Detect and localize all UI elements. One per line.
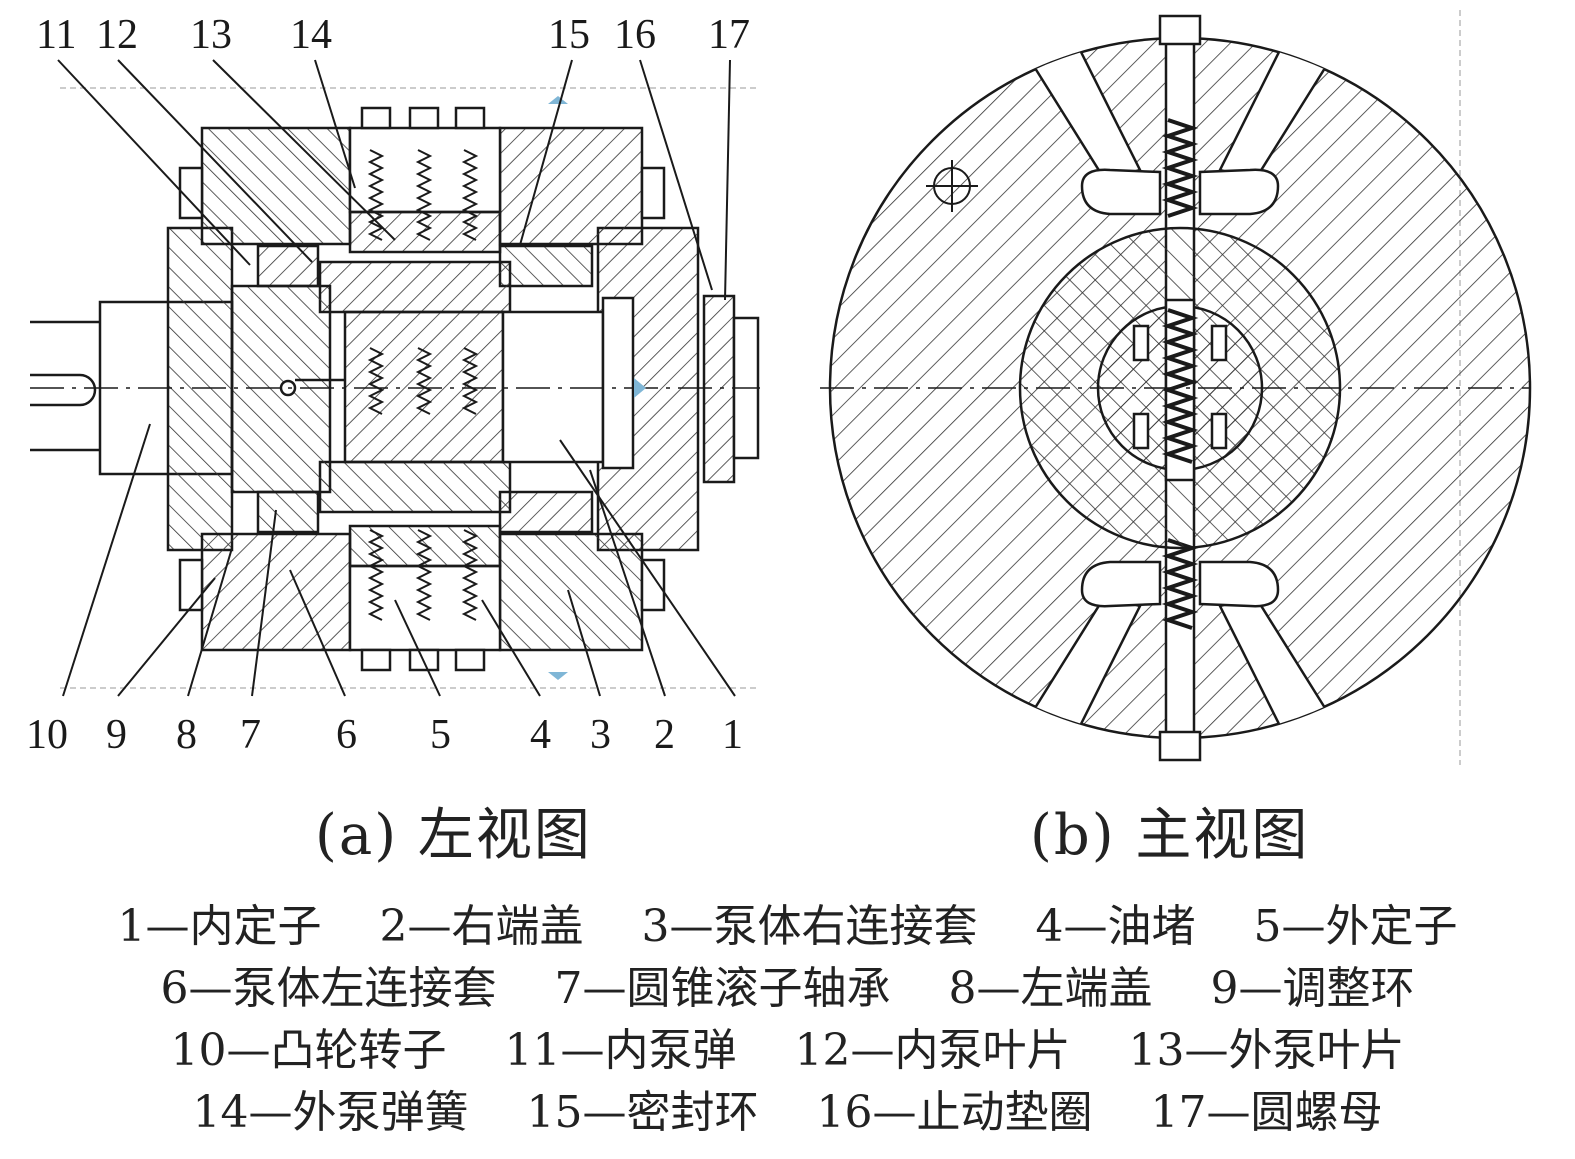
legend-item: 15—密封环 [526,1087,759,1138]
part-number-labels-bottom: 10 9 8 7 6 5 4 3 2 1 [26,712,743,758]
legend-item: 7—圆锥滚子轴承 [554,963,891,1014]
legend-line: 1—内定子 2—右端盖 3—泵体右连接套 4—油堵 5—外定子 [0,896,1575,958]
part-number-labels-top: 11 12 13 14 15 16 17 [36,12,750,58]
legend-item: 1—内定子 [117,901,322,952]
label-3: 3 [590,712,611,758]
legend-item: 14—外泵弹簧 [192,1087,469,1138]
label-12: 12 [96,12,138,58]
legend-item: 12—内泵叶片 [794,1025,1071,1076]
label-6: 6 [336,712,357,758]
label-16: 16 [614,12,656,58]
legend-item: 3—泵体右连接套 [641,901,978,952]
main-view-section [820,10,1532,765]
legend-item: 8—左端盖 [948,963,1153,1014]
left-view-section [30,87,760,689]
label-10: 10 [26,712,68,758]
label-9: 9 [106,712,127,758]
label-11: 11 [36,12,76,58]
legend-item: 5—外定子 [1253,901,1458,952]
caption-left-view: (a) 左视图 [315,803,592,868]
label-17: 17 [708,12,750,58]
legend-item: 4—油堵 [1035,901,1196,952]
legend-line: 6—泵体左连接套 7—圆锥滚子轴承 8—左端盖 9—调整环 [0,958,1575,1020]
legend-item: 9—调整环 [1210,963,1415,1014]
pump-drawing: 11 12 13 14 15 16 17 10 9 8 7 6 5 4 3 2 … [26,10,1532,765]
label-4: 4 [530,712,551,758]
label-8: 8 [176,712,197,758]
label-5: 5 [430,712,451,758]
legend-line: 10—凸轮转子 11—内泵弹 12—内泵叶片 13—外泵叶片 [0,1020,1575,1082]
label-15: 15 [548,12,590,58]
legend-item: 11—内泵弹 [504,1025,737,1076]
label-7: 7 [240,712,261,758]
legend-item: 13—外泵叶片 [1128,1025,1405,1076]
caption-main-view: (b) 主视图 [1030,803,1310,868]
label-2: 2 [654,712,675,758]
label-1: 1 [722,712,743,758]
legend-item: 16—止动垫圈 [816,1087,1093,1138]
legend-item: 17—圆螺母 [1150,1087,1383,1138]
parts-legend: 1—内定子 2—右端盖 3—泵体右连接套 4—油堵 5—外定子 6—泵体左连接套… [0,896,1575,1144]
label-14: 14 [290,12,332,58]
legend-item: 6—泵体左连接套 [160,963,497,1014]
legend-line: 14—外泵弹簧 15—密封环 16—止动垫圈 17—圆螺母 [0,1082,1575,1144]
legend-item: 2—右端盖 [379,901,584,952]
label-13: 13 [190,12,232,58]
leader-lines-left [57,59,736,697]
legend-item: 10—凸轮转子 [170,1025,447,1076]
